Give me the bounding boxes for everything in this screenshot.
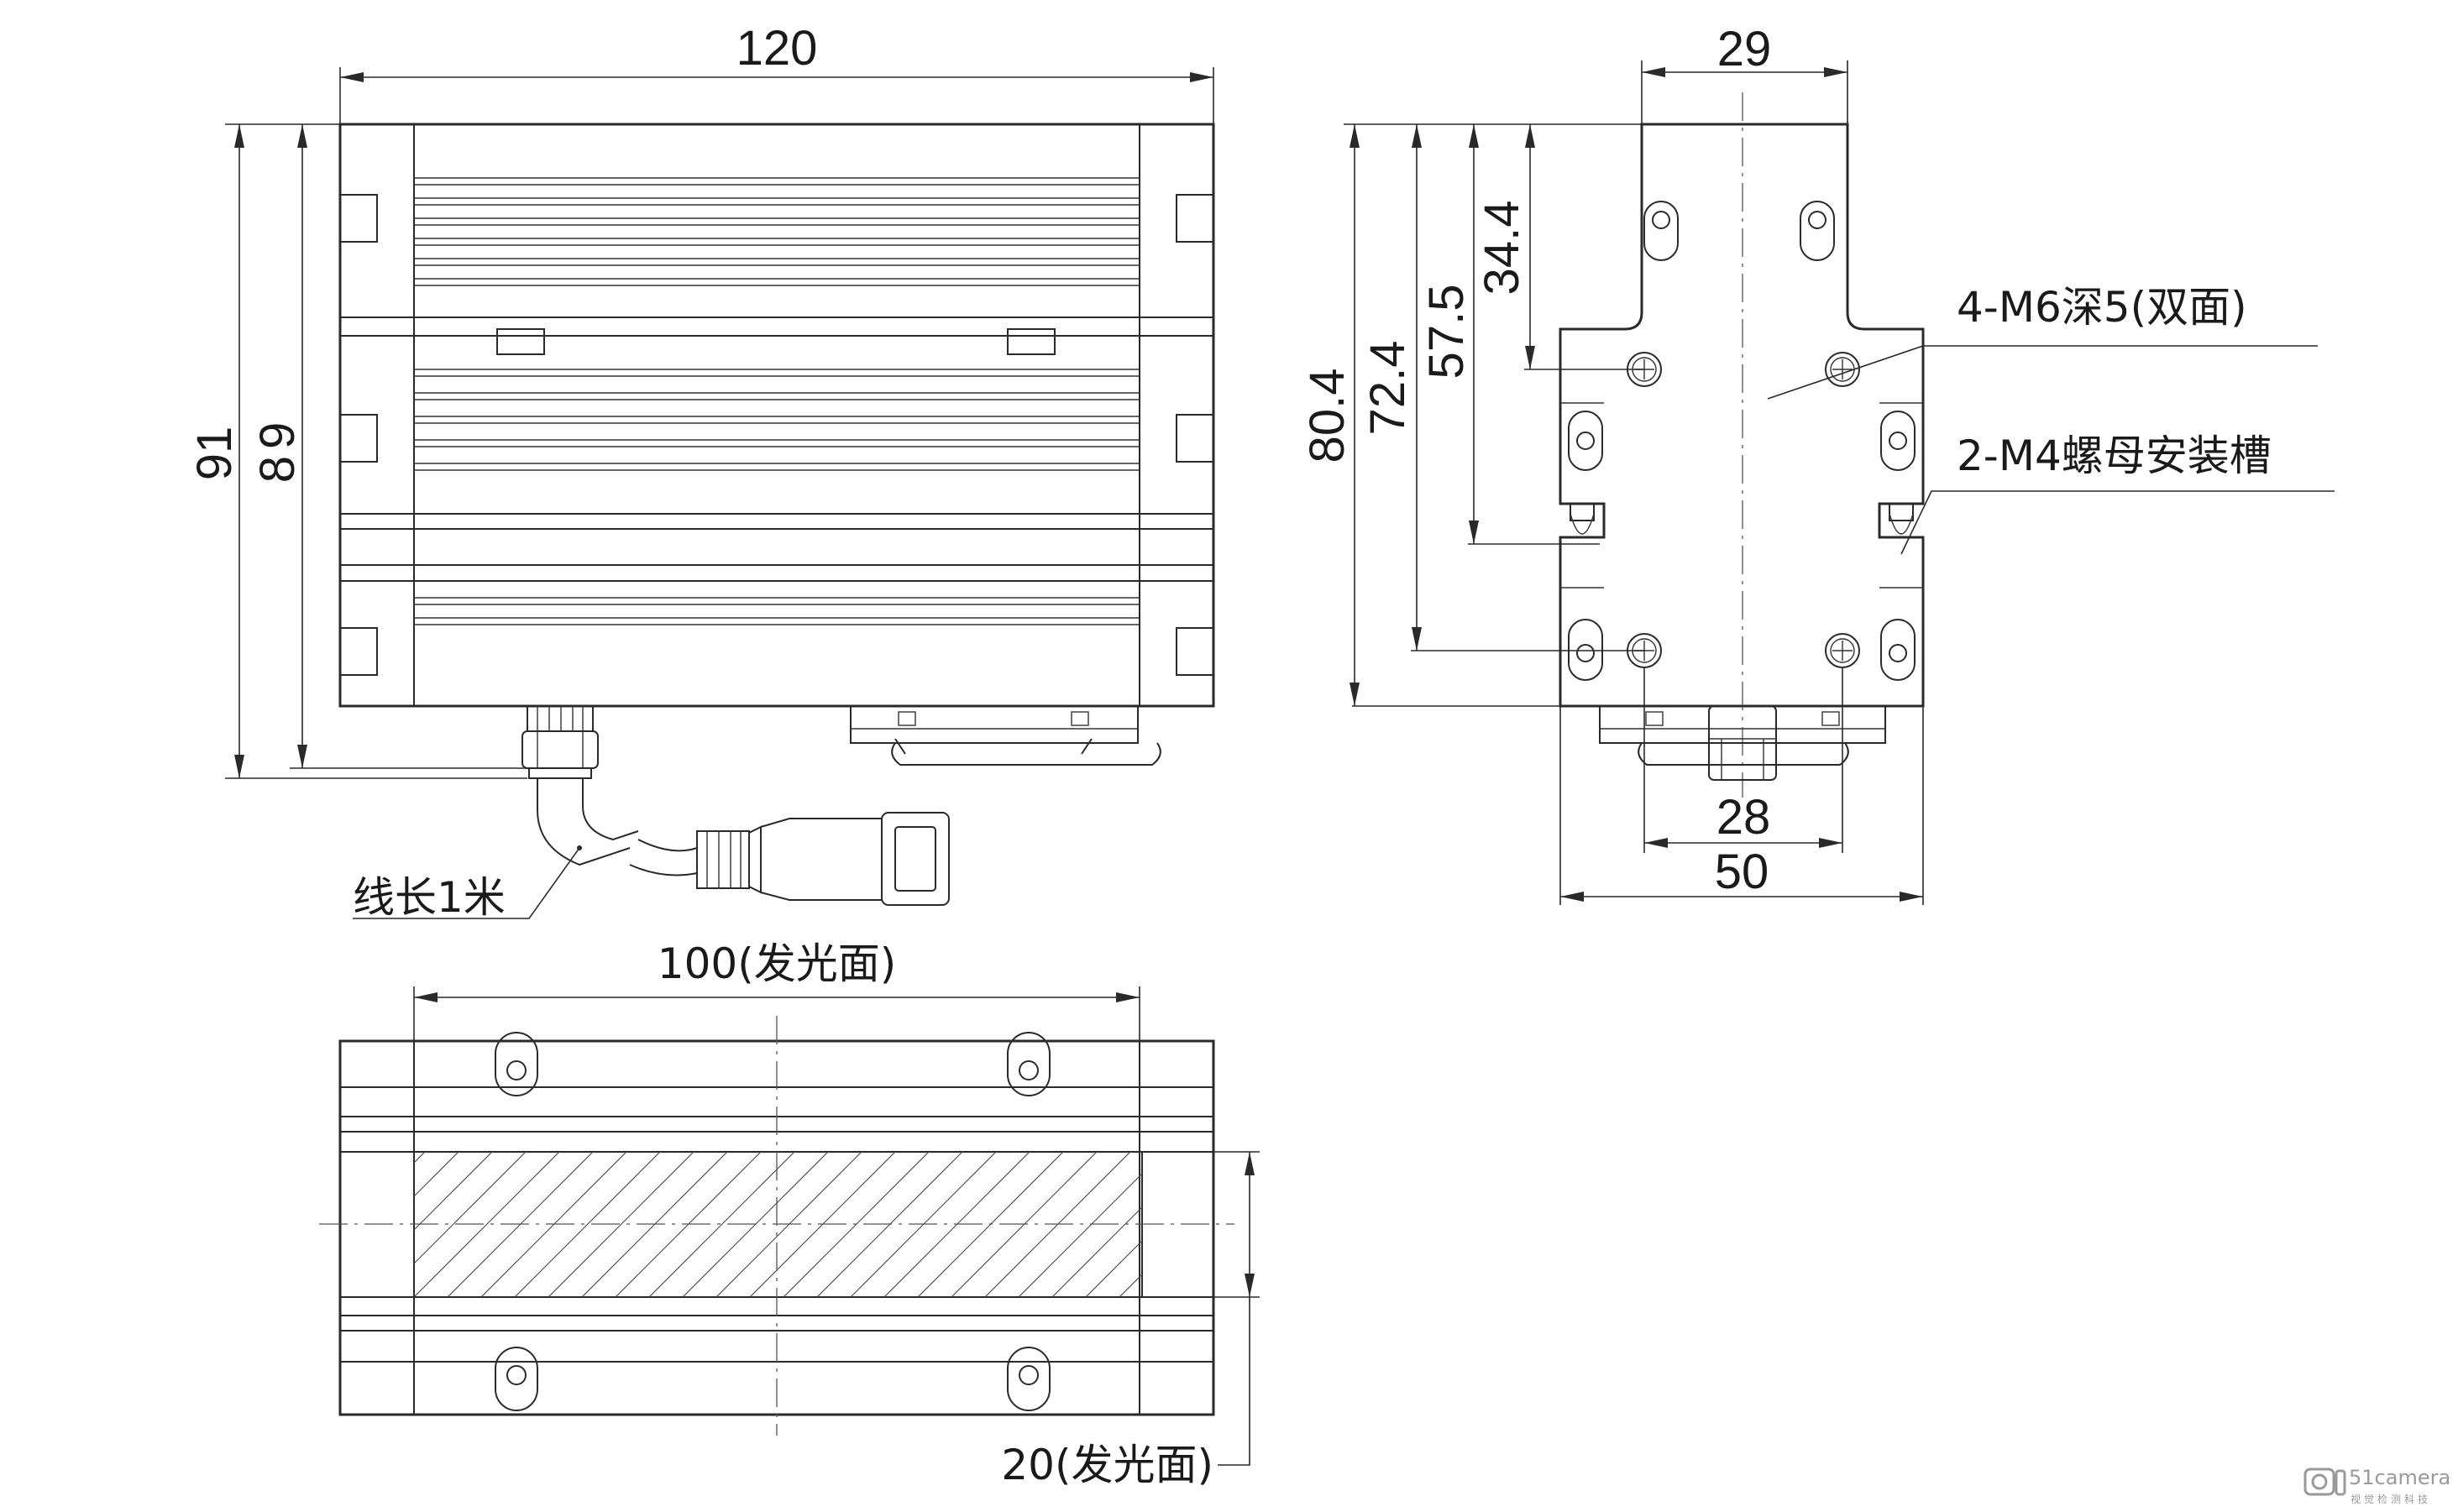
dim-34-4-label: 34.4 bbox=[1475, 201, 1529, 296]
mount-holes-note: 4-M6深5(双面) bbox=[1957, 283, 2247, 332]
dim-28-label: 28 bbox=[1716, 790, 1771, 845]
cable-gland bbox=[521, 705, 599, 779]
dim-120-label: 120 bbox=[736, 21, 818, 76]
side-slot-holes bbox=[1568, 201, 1916, 681]
dim-29-label: 29 bbox=[1717, 22, 1772, 76]
dim-57-5-label: 57.5 bbox=[1419, 285, 1474, 379]
watermark-tagline: 视觉检测科技 bbox=[2351, 1493, 2431, 1505]
bottom-view-dimensions bbox=[413, 986, 1260, 1466]
m6-holes bbox=[1627, 352, 1860, 668]
emitting-length-label: 100(发光面) bbox=[658, 939, 896, 988]
dim-91-label: 91 bbox=[187, 426, 242, 481]
dim-50-label: 50 bbox=[1715, 845, 1769, 899]
emitting-width-label: 20(发光面) bbox=[1001, 1441, 1213, 1489]
dim-89-label: 89 bbox=[250, 416, 305, 484]
dim-72-4-label: 72.4 bbox=[1360, 341, 1415, 436]
heat-sink-fins bbox=[414, 177, 1140, 625]
side-view bbox=[1559, 92, 1925, 798]
watermark-brand: 51camera bbox=[2349, 1466, 2450, 1489]
front-view-dimensions bbox=[225, 67, 1214, 919]
side-view-dimensions bbox=[1344, 60, 2335, 905]
emitting-hatch bbox=[414, 1152, 1142, 1297]
cable bbox=[537, 778, 950, 906]
front-view bbox=[338, 123, 1215, 906]
nut-slots-note: 2-M4螺母安装槽 bbox=[1957, 432, 2272, 480]
cable-length-note: 线长1米 bbox=[353, 873, 506, 922]
bottom-slot-holes bbox=[495, 1032, 1051, 1411]
dim-80-4-label: 80.4 bbox=[1300, 369, 1355, 463]
bottom-view bbox=[319, 1016, 1234, 1436]
watermark: 51camera 视觉检测科技 bbox=[2303, 1466, 2450, 1505]
watermark-logo-icon bbox=[2303, 1468, 2346, 1496]
